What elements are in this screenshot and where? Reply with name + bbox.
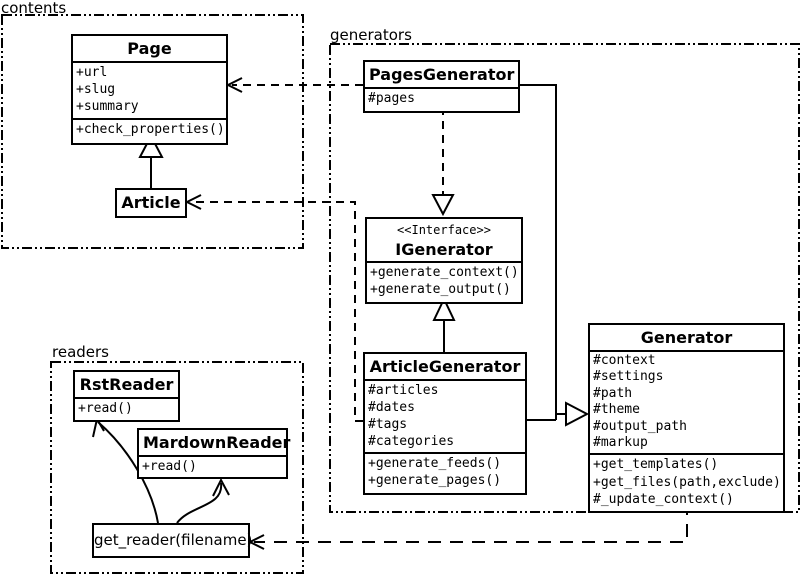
uml-attribute: #categories — [368, 434, 455, 449]
class-title: Article — [121, 193, 181, 212]
uml-attribute: #markup — [593, 435, 648, 451]
methods-compartment: +generate_context() +generate_output() — [367, 261, 521, 302]
uml-method: +generate_pages() — [368, 473, 502, 488]
class-title: PagesGenerator — [369, 65, 515, 84]
class-mardownreader: MardownReader +read() — [137, 428, 291, 479]
package-label-contents: contents — [1, 0, 67, 17]
uml-attribute: +summary — [76, 99, 139, 114]
package-label-readers: readers — [52, 343, 109, 361]
generalization-article-page — [138, 133, 164, 188]
package-label-generators: generators — [330, 26, 412, 44]
uml-method: #_update_context() — [593, 492, 734, 508]
class-rstreader: RstReader +read() — [73, 370, 180, 422]
uml-method: +check_properties() — [76, 122, 225, 137]
methods-compartment: +read() — [75, 397, 178, 420]
methods-compartment: +generate_feeds() +generate_pages() — [365, 452, 525, 493]
realization-pagesgenerator-igenerator — [431, 107, 455, 217]
generalization-articlegenerator-igenerator — [432, 296, 456, 352]
uml-method: +generate_output() — [370, 282, 511, 297]
association-getreader-mardownreader — [176, 477, 230, 524]
class-page: Page +url +slug +summary +check_properti… — [71, 34, 228, 145]
uml-attribute: +slug — [76, 82, 116, 97]
methods-compartment: +check_properties() — [73, 118, 226, 143]
uml-attribute: #pages — [368, 91, 415, 106]
class-igenerator: <<Interface>> IGenerator +generate_conte… — [365, 217, 523, 304]
dependency-articlegenerator-article — [184, 194, 363, 422]
class-article: Article — [115, 188, 187, 218]
uml-method: +generate_feeds() — [368, 456, 502, 471]
package-contents-border — [1, 14, 304, 249]
class-generator: Generator #context #settings #path #them… — [588, 323, 785, 513]
uml-attribute: #theme — [593, 402, 640, 418]
class-title: Page — [127, 39, 172, 58]
uml-attribute: #tags — [368, 417, 408, 432]
attributes-compartment: #context #settings #path #theme #output_… — [590, 350, 783, 453]
class-title: ArticleGenerator — [369, 357, 521, 376]
class-title: RstReader — [79, 375, 174, 394]
uml-method: +read() — [78, 401, 133, 416]
uml-attribute: #output_path — [593, 418, 687, 434]
uml-attribute: #articles — [368, 383, 439, 398]
attributes-compartment: #pages — [365, 87, 518, 111]
function-get-reader-box: get_reader(filename) — [92, 523, 252, 558]
attributes-compartment: +url +slug +summary — [73, 61, 226, 118]
class-title: Generator — [640, 328, 733, 347]
dependency-generators-getreader — [247, 502, 688, 550]
generalization-generators-generator — [520, 84, 590, 427]
uml-method: +get_templates() — [593, 457, 719, 472]
uml-attribute: +url — [76, 65, 108, 80]
uml-attribute: #dates — [368, 400, 415, 415]
methods-compartment: +get_templates() +get_files(path,exclude… — [590, 453, 783, 511]
uml-method: +read() — [142, 459, 197, 474]
class-pagesgenerator: PagesGenerator #pages — [363, 60, 520, 113]
package-generators-border — [329, 43, 800, 513]
attributes-compartment: #articles #dates #tags #categories — [365, 379, 525, 452]
package-readers-border — [50, 361, 304, 574]
uml-method: +generate_context() — [370, 265, 519, 280]
class-articlegenerator: ArticleGenerator #articles #dates #tags … — [363, 352, 527, 495]
uml-attribute: #settings — [593, 369, 664, 385]
uml-attribute: #context — [593, 353, 656, 368]
class-title: IGenerator — [395, 240, 493, 259]
methods-compartment: +read() — [139, 455, 286, 477]
class-stereotype: <<Interface>> — [397, 223, 491, 237]
class-title: MardownReader — [143, 433, 291, 452]
dependency-pagesgenerator-page — [225, 77, 363, 93]
uml-method: +get_files(path,exclude) — [593, 474, 781, 490]
uml-attribute: #path — [593, 385, 633, 401]
